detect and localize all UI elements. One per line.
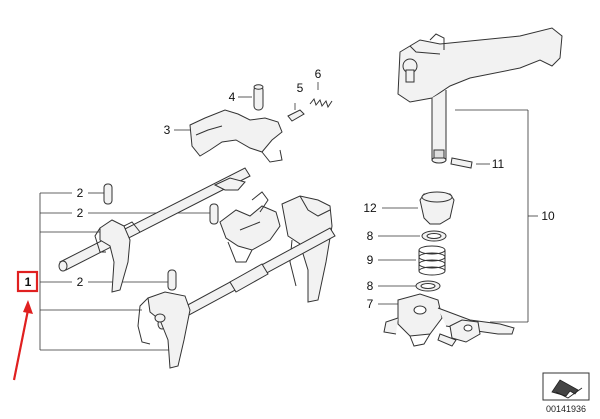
shift-finger-7 bbox=[383, 293, 515, 347]
washer-8-lower bbox=[415, 280, 441, 292]
selector-fork-lower bbox=[137, 291, 191, 369]
callout-12: 12 bbox=[363, 201, 377, 215]
callout-9: 9 bbox=[367, 253, 374, 267]
left-bracket-lines bbox=[39, 82, 319, 351]
bushing-12 bbox=[419, 191, 455, 225]
shift-lever bbox=[397, 27, 563, 164]
callout-1: 1 bbox=[25, 275, 32, 289]
direction-arrow-icon bbox=[551, 379, 583, 399]
callout-4: 4 bbox=[229, 90, 236, 104]
pin-4 bbox=[253, 84, 264, 111]
pin-11 bbox=[450, 157, 473, 169]
callout-10: 10 bbox=[541, 209, 555, 223]
central-shift-mechanism bbox=[213, 177, 281, 263]
spring-9 bbox=[418, 245, 446, 276]
callout-6: 6 bbox=[315, 67, 322, 81]
red-arrow-icon bbox=[12, 300, 33, 381]
callout-8b: 8 bbox=[367, 279, 374, 293]
document-number: 00141936 bbox=[546, 404, 586, 414]
washer-8-upper bbox=[421, 230, 447, 242]
selector-rail-lower bbox=[157, 227, 336, 330]
callout-labels: 5 6 4 3 2 2 2 1 11 12 10 8 9 8 7 bbox=[25, 67, 555, 311]
highlight-box-callout-1 bbox=[16, 270, 39, 293]
callout-3: 3 bbox=[164, 123, 171, 137]
callout-5: 5 bbox=[297, 81, 304, 95]
callout-11: 11 bbox=[492, 157, 505, 171]
callout-8a: 8 bbox=[367, 229, 374, 243]
callout-7: 7 bbox=[367, 297, 374, 311]
callout-2a: 2 bbox=[77, 186, 84, 200]
selector-fork-left bbox=[94, 219, 141, 293]
callout-2b: 2 bbox=[77, 206, 84, 220]
selector-fork-upper bbox=[189, 109, 283, 163]
dowel-pins bbox=[103, 183, 219, 291]
callout-2c: 2 bbox=[77, 275, 84, 289]
detent-pin-5 bbox=[287, 109, 305, 122]
document-badge: 00141936 bbox=[542, 372, 590, 414]
right-bracket-lines bbox=[378, 109, 538, 323]
spring-6 bbox=[309, 97, 333, 109]
